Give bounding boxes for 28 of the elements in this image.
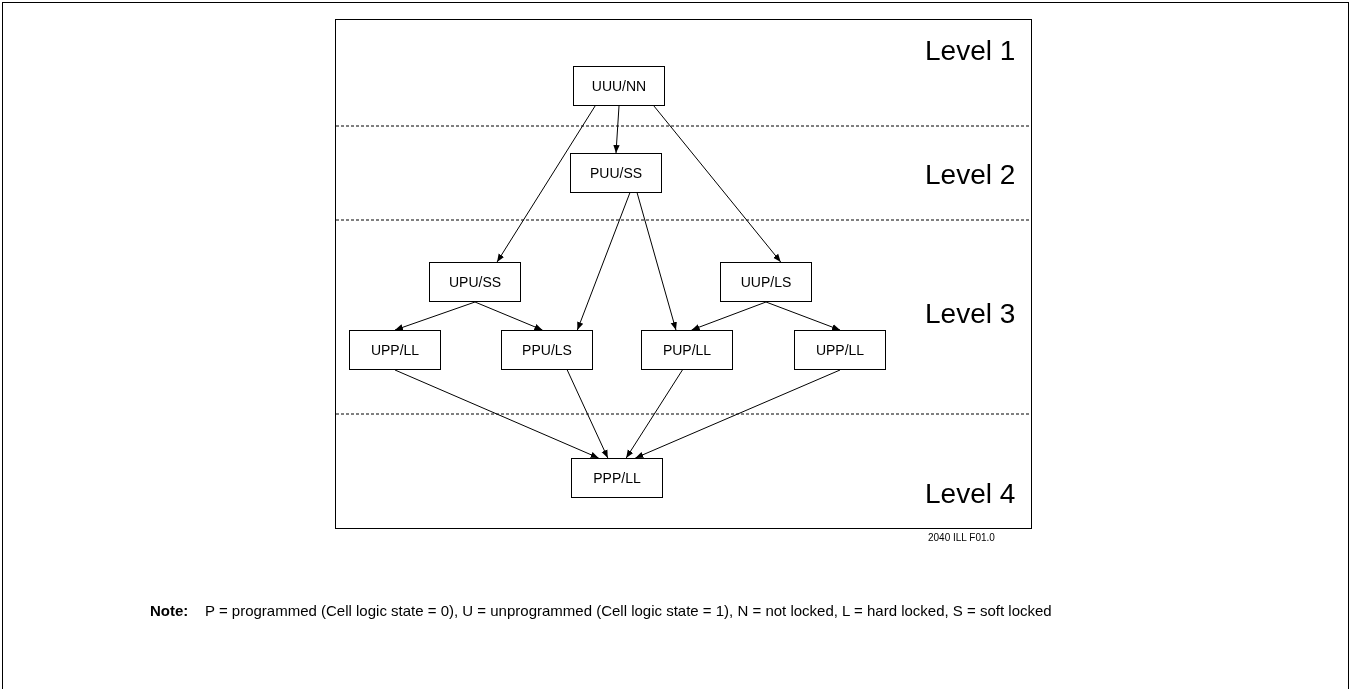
note-text: Note: P = programmed (Cell logic state = 0), U = unprogrammed (Cell logic state = 1), N = not locked, L = hard locked, S = soft locked [150, 602, 1052, 619]
arrow [634, 369, 841, 459]
arrow [765, 301, 841, 331]
state-box: UUP/LS [720, 262, 812, 302]
level-label: Level 4 [925, 478, 1016, 510]
state-box: PPP/LL [571, 458, 663, 498]
level-label: Level 1 [925, 35, 1016, 67]
state-box: UPP/LL [349, 330, 441, 370]
state-box: UPP/LL [794, 330, 886, 370]
state-box: PUU/SS [570, 153, 662, 193]
arrow [474, 301, 543, 331]
arrow [613, 105, 620, 154]
arrow [576, 192, 631, 331]
arrow [636, 192, 677, 331]
arrow [496, 105, 596, 263]
arrow [653, 105, 782, 263]
level-label: Level 2 [925, 159, 1016, 191]
arrow [394, 369, 600, 459]
level-label: Level 3 [925, 298, 1016, 330]
arrow [394, 301, 476, 331]
state-box: PPU/LS [501, 330, 593, 370]
arrow [625, 369, 683, 459]
state-box: UPU/SS [429, 262, 521, 302]
state-box: UUU/NN [573, 66, 665, 106]
state-box: PUP/LL [641, 330, 733, 370]
figure-id: 2040 ILL F01.0 [928, 532, 995, 543]
arrow [566, 369, 609, 459]
arrow [691, 301, 767, 331]
